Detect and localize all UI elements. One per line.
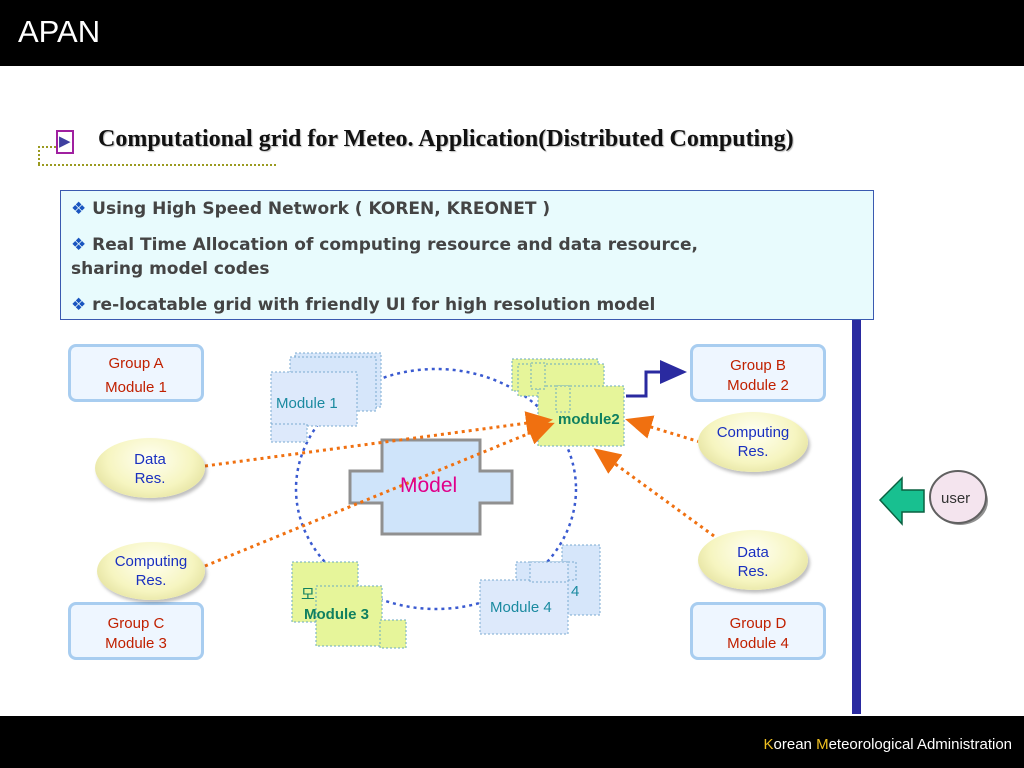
footer-orean: orean: [773, 736, 817, 753]
diamond-bullet-icon: ❖: [71, 199, 87, 219]
vertical-divider-bar: [852, 320, 861, 714]
computing-res-right-line2: Res.: [737, 443, 769, 460]
group-b-title: Group B: [730, 357, 786, 374]
info-box: ❖ Using High Speed Network ( KOREN, KREO…: [60, 190, 874, 320]
group-c-title: Group C: [107, 615, 165, 632]
info-bullet-2-text: Real Time Allocation of computing resour…: [92, 235, 698, 255]
module-3-back-label: 모: [301, 586, 315, 603]
module-3-label: Module 3: [304, 606, 370, 623]
group-b-module: Module 2: [727, 377, 789, 394]
data-res-right-line2: Res.: [737, 563, 769, 580]
computing-res-left: Computing Res.: [97, 542, 205, 600]
module-4-back-label: 4: [571, 583, 580, 600]
group-c-box: Group C Module 3: [68, 602, 204, 660]
group-d-module: Module 4: [727, 635, 789, 652]
group-a-module: Module 1: [105, 379, 167, 396]
module-1-stack: [270, 352, 382, 443]
user-circle: [929, 470, 987, 524]
module-3-stack: [291, 561, 407, 649]
data-res-right: Data Res.: [698, 530, 808, 590]
group-c-module: Module 3: [105, 635, 167, 652]
slide-title: APAN: [18, 14, 101, 49]
group-a-title: Group A: [108, 355, 164, 372]
group-d-box: Group D Module 4: [690, 602, 826, 660]
info-bullet-3: ❖ re-locatable grid with friendly UI for…: [71, 295, 655, 315]
arrow-computing-right: [625, 415, 701, 444]
user-arrow-icon: [878, 476, 925, 526]
computing-res-right: Computing Res.: [698, 412, 808, 472]
module-4-stack: [479, 544, 601, 635]
computing-res-left-line1: Computing: [114, 553, 188, 570]
play-bullet-icon: ▶: [56, 130, 74, 154]
diamond-bullet-icon: ❖: [71, 235, 87, 255]
info-bullet-1: ❖ Using High Speed Network ( KOREN, KREO…: [71, 199, 550, 219]
computing-res-right-line1: Computing: [716, 424, 790, 441]
user-label: user: [941, 490, 971, 507]
arrow-data-left: [204, 411, 553, 468]
data-res-left-line2: Res.: [134, 470, 166, 487]
group-d-title: Group D: [729, 615, 787, 632]
computing-res-left-line2: Res.: [135, 572, 167, 589]
group-b-box: Group B Module 2: [690, 344, 826, 402]
title-bar: APAN: [0, 0, 1024, 66]
data-res-left-line1: Data: [134, 451, 166, 468]
data-res-left: Data Res.: [95, 438, 205, 498]
group-a-box: Group A Module 1: [68, 344, 204, 402]
data-res-right-line1: Data: [737, 544, 769, 561]
connector-group-b: [626, 360, 687, 398]
info-bullet-2-cont: sharing model codes: [71, 259, 270, 279]
grid-ring: [294, 367, 578, 611]
arrow-data-right: [593, 448, 715, 538]
footer-m: M: [816, 736, 829, 753]
module-1-label: Module 1: [276, 395, 338, 412]
section-heading: Computational grid for Meteo. Applicatio…: [98, 126, 794, 152]
module-2-label: module2: [558, 411, 620, 428]
module-4-label: Module 4: [490, 599, 552, 616]
footer-bar: [0, 716, 1024, 768]
footer-rest: eteorological Administration: [828, 736, 1012, 753]
info-bullet-1-text: Using High Speed Network ( KOREN, KREONE…: [92, 199, 551, 219]
heading-dotted-bracket: [38, 146, 60, 164]
model-shape: [348, 438, 514, 536]
info-bullet-2: ❖ Real Time Allocation of computing reso…: [71, 235, 698, 255]
heading-dotted-underline: [38, 164, 276, 166]
model-label: Model: [400, 474, 458, 497]
footer-organization: Korean Meteorological Administration: [764, 736, 1013, 753]
diamond-bullet-icon: ❖: [71, 295, 87, 315]
info-bullet-3-text: re-locatable grid with friendly UI for h…: [92, 295, 656, 315]
footer-k: K: [763, 736, 774, 753]
